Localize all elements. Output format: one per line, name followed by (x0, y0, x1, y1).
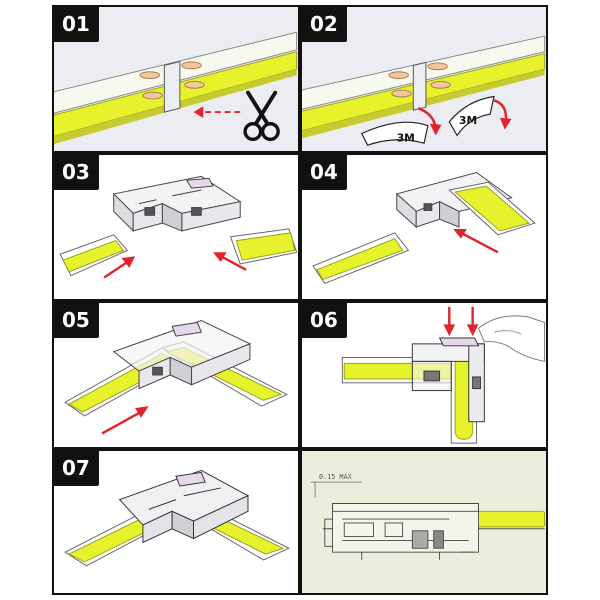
step-number: 03 (54, 155, 99, 190)
l-connector (411, 337, 485, 423)
l-connector (112, 319, 252, 390)
hand-icon (477, 315, 546, 362)
arrow-icon (101, 410, 142, 435)
arrow-icon (499, 117, 512, 130)
both-strips-inserted-illustration (64, 319, 289, 435)
step-panel-04: 04 (300, 153, 548, 301)
step-panel-01: 01 (52, 5, 300, 153)
l-connector (118, 469, 250, 544)
step-panel-05: 05 (52, 301, 300, 449)
step-panel-07: 07 (52, 449, 300, 595)
step-number: 05 (54, 303, 99, 338)
cut-gap (412, 61, 427, 111)
arrow-icon (453, 228, 467, 239)
arrow-icon (443, 324, 456, 337)
scissors-icon (243, 90, 280, 142)
step-panel-03: 03 (52, 153, 300, 301)
hand-icon (493, 330, 522, 335)
arrow-icon (460, 231, 499, 254)
press-lid-illustration (341, 306, 546, 444)
strip-cut-illustration (54, 31, 298, 145)
step-number: 07 (54, 451, 99, 486)
arrow-icon (220, 255, 247, 271)
insert-strip-illustration (312, 171, 536, 285)
cut-gap (163, 60, 181, 113)
arrow-icon (103, 261, 129, 279)
assembled-connector-illustration (64, 469, 290, 567)
step-number: 02 (302, 7, 347, 42)
copper-pad (181, 61, 202, 70)
copper-pad (184, 80, 205, 89)
led-strip-cob (235, 232, 296, 261)
arrow-icon (135, 406, 149, 418)
led-strip-cob (316, 238, 404, 281)
step-number: 01 (54, 7, 99, 42)
cross-section-drawing: 0.15 MAX (311, 473, 546, 560)
tape-peel-illustration: 3M 3M (302, 35, 546, 146)
arrow-icon (193, 106, 204, 118)
copper-pad (391, 89, 412, 98)
dimension-label: 0.15 MAX (319, 473, 353, 481)
step-panel-06: 06 (300, 301, 548, 449)
arrow-icon (466, 324, 479, 337)
tape-backing (360, 121, 429, 146)
copper-pad (142, 91, 163, 100)
arrow-icon (212, 252, 227, 263)
copper-pad (427, 62, 448, 71)
step-number: 04 (302, 155, 347, 190)
l-connector-section (324, 503, 479, 560)
l-connector (112, 175, 242, 233)
step-panel-02: 3M 3M 02 (300, 5, 548, 153)
led-strip-cob (454, 185, 531, 232)
cross-section-panel: 0.15 MAX (300, 449, 548, 595)
led-strip-cob (62, 240, 125, 273)
tape-label: 3M (397, 131, 415, 144)
copper-pad (430, 80, 451, 89)
arrow-icon (429, 123, 442, 136)
arrow-icon (121, 256, 136, 268)
connector-open-illustration (59, 175, 298, 279)
tape-label: 3M (459, 114, 477, 127)
step-number: 06 (302, 303, 347, 338)
copper-pad (139, 71, 160, 79)
copper-pad (388, 71, 409, 79)
tape-backing (448, 95, 495, 137)
